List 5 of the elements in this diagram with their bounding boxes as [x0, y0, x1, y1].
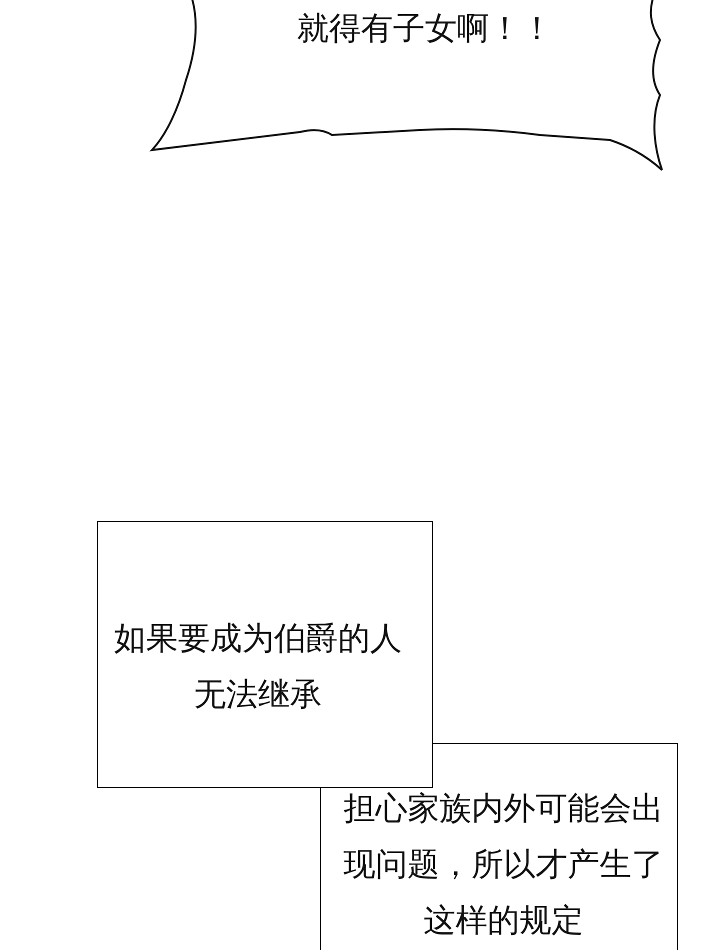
caption-text: 担心家族内外可能会出现问题，所以才产生了这样的规定 — [342, 788, 664, 941]
speech-text: 就得有子女啊！！ — [296, 8, 554, 49]
caption-box — [97, 521, 433, 788]
caption-box — [320, 743, 678, 950]
caption-text: 如果要成为伯爵的人无法继承 — [113, 618, 403, 715]
